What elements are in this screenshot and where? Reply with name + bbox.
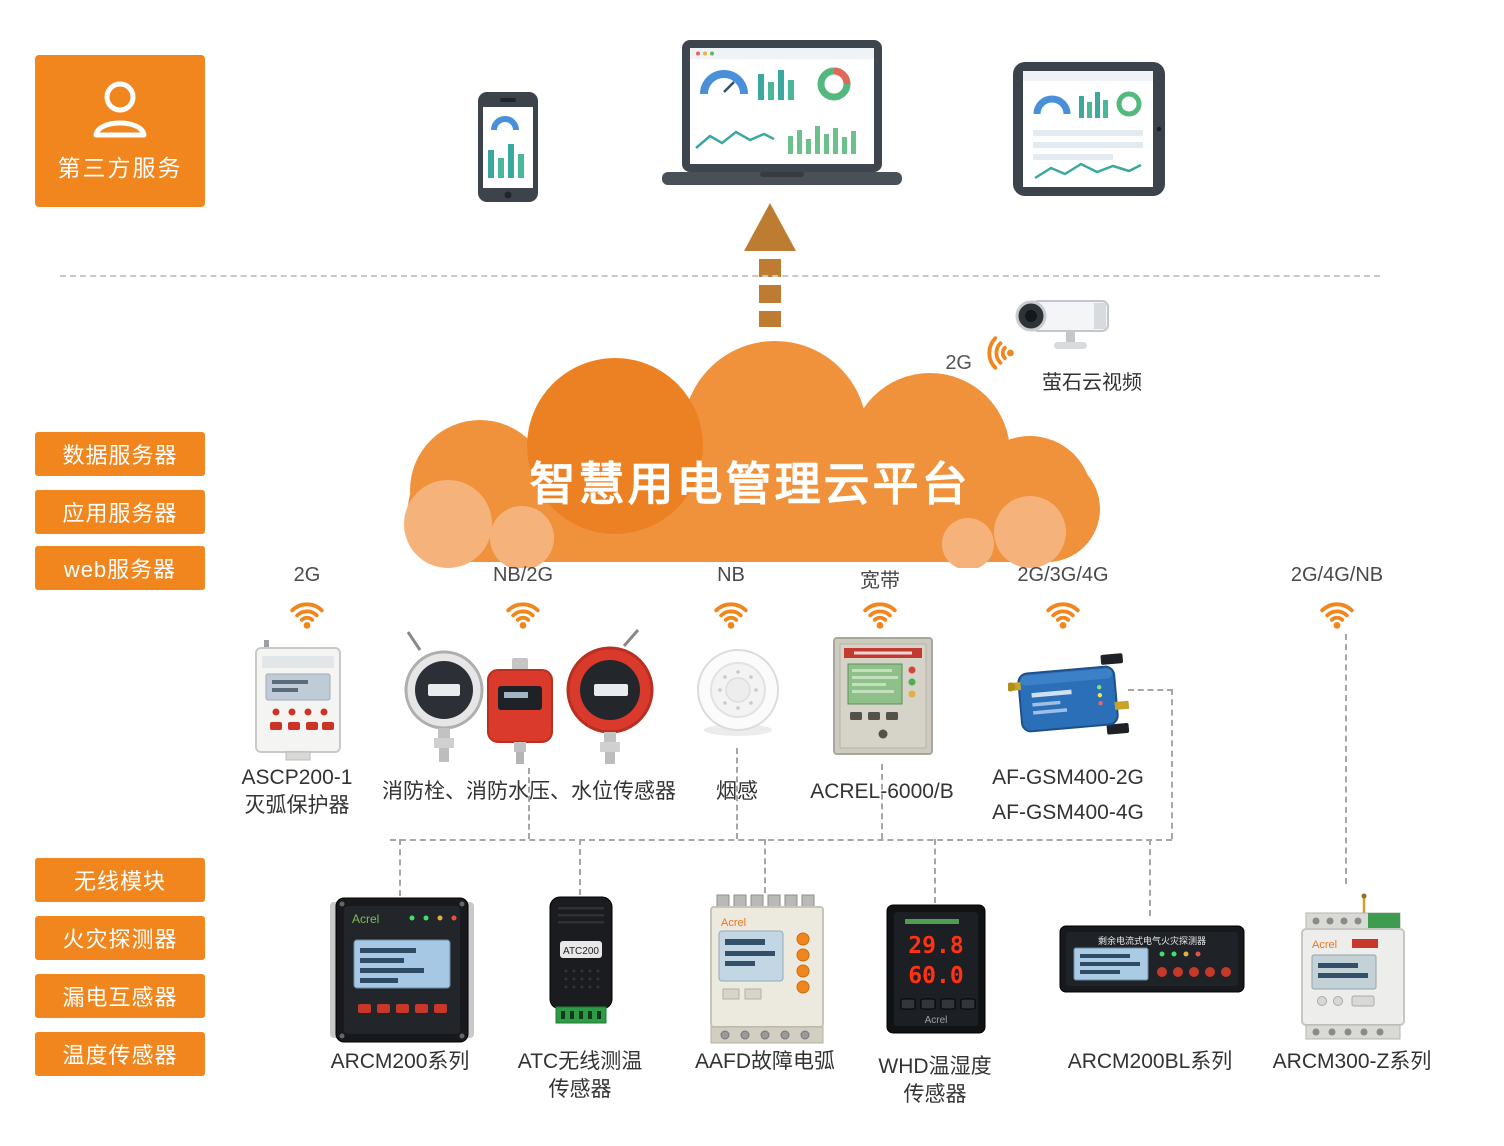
camera-label: 萤石云视频 [1042, 372, 1142, 394]
ascp200-label: ASCP200-1 灭弧保护器 [207, 764, 387, 820]
connector-line [736, 748, 738, 839]
arcm200bl-device: 剩余电流式电气火灾探测器 [1059, 925, 1245, 993]
group-box-wireless-module: 无线模块 [35, 858, 205, 902]
tablet-mockup [1013, 62, 1165, 196]
upload-arrow-icon [744, 203, 796, 327]
ascp200-device [255, 640, 341, 761]
server-box-app: 应用服务器 [35, 490, 205, 534]
arcm200bl-title-text: 剩余电流式电气火灾探测器 [1098, 935, 1206, 946]
arcm300z-label: ARCM300-Z系列 [1272, 1050, 1432, 1073]
camera-signal-label: 2G [945, 352, 972, 374]
arcm200bl-label: ARCM200BL系列 [1067, 1050, 1233, 1073]
whd-reading-top: 29.8 [908, 933, 963, 959]
wifi-icon-ascp [285, 592, 329, 630]
arcm200-brand-text: Acrel [352, 912, 379, 926]
server-box-data: 数据服务器 [35, 432, 205, 476]
person-icon [93, 81, 147, 138]
arcm300z-brand-text: Acrel [1312, 939, 1337, 951]
connector-line [390, 839, 1172, 841]
gsm-label-line2: AF-GSM400-4G [992, 801, 1144, 824]
connector-line [1345, 634, 1347, 884]
connector-line [934, 839, 936, 903]
signal-label-ascp: 2G [293, 564, 321, 586]
group-box-fire-detector: 火灾探测器 [35, 916, 205, 960]
signal-label-smoke: NB [717, 564, 745, 586]
wifi-icon-gsm [1041, 592, 1085, 630]
atc-label: ATC无线测温 传感器 [490, 1048, 670, 1104]
aafd-device: Acrel [710, 894, 824, 1044]
whd-label-line1: WHD温湿度 [878, 1055, 992, 1078]
camera-icon [1015, 300, 1109, 349]
arcm200-device: Acrel [330, 897, 474, 1043]
atc-device-text: ATC200 [563, 946, 599, 957]
connector-line [1128, 689, 1173, 691]
gsm-label-line1: AF-GSM400-2G [992, 766, 1144, 789]
laptop-mockup [662, 40, 902, 185]
ascp200-label-line1: ASCP200-1 [241, 766, 353, 789]
connector-line [579, 839, 581, 895]
pressure-gauges-device [404, 629, 654, 764]
third-party-service-box: 第三方服务 [35, 55, 205, 207]
connector-line [764, 839, 766, 893]
cloud-title: 智慧用电管理云平台 [529, 458, 971, 510]
signal-label-right: 2G/4G/NB [1290, 564, 1384, 586]
whd-device: 29.8 60.0 Acrel [886, 904, 986, 1034]
smartphone-mockup [478, 92, 538, 202]
wifi-icon-right [1315, 592, 1359, 630]
group-box-leakage-transformer: 漏电互感器 [35, 974, 205, 1018]
connector-line [881, 764, 883, 839]
cloud-shape [404, 341, 1100, 568]
signal-label-cabinet: 宽带 [860, 570, 900, 592]
acrel6000-cabinet-device [833, 637, 933, 755]
arcm200-label: ARCM200系列 [330, 1050, 470, 1073]
aafd-label: AAFD故障电弧 [694, 1050, 835, 1073]
atc-label-line1: ATC无线测温 [517, 1050, 643, 1073]
third-party-label: 第三方服务 [57, 155, 183, 181]
atc-sensor-device: ATC200 [549, 896, 613, 1024]
connector-line [1171, 689, 1173, 839]
smoke-detector-device [697, 649, 779, 736]
gsm-module-device [1008, 653, 1130, 735]
signal-label-gsm: 2G/3G/4G [1017, 564, 1109, 586]
whd-reading-bottom: 60.0 [908, 963, 963, 989]
wifi-icon-fire-sensors [501, 592, 545, 630]
connector-line [399, 839, 401, 896]
wifi-icon-smoke [709, 592, 753, 630]
connector-line [528, 768, 530, 839]
whd-brand-text: Acrel [925, 1015, 948, 1026]
signal-label-fire-sensors: NB/2G [492, 564, 554, 586]
ascp200-label-line2: 灭弧保护器 [244, 794, 350, 817]
wifi-icon-cabinet [858, 592, 902, 630]
separator-dashed-line [60, 275, 1380, 277]
atc-label-line2: 传感器 [548, 1078, 612, 1101]
aafd-brand-text: Acrel [721, 917, 746, 929]
arcm300z-device: Acrel [1301, 893, 1405, 1040]
connector-line [1149, 839, 1151, 916]
whd-label: WHD温湿度 传感器 [845, 1053, 1025, 1109]
group-box-temperature-sensor: 温度传感器 [35, 1032, 205, 1076]
server-box-web: web服务器 [35, 546, 205, 590]
whd-label-line2: 传感器 [903, 1083, 967, 1106]
